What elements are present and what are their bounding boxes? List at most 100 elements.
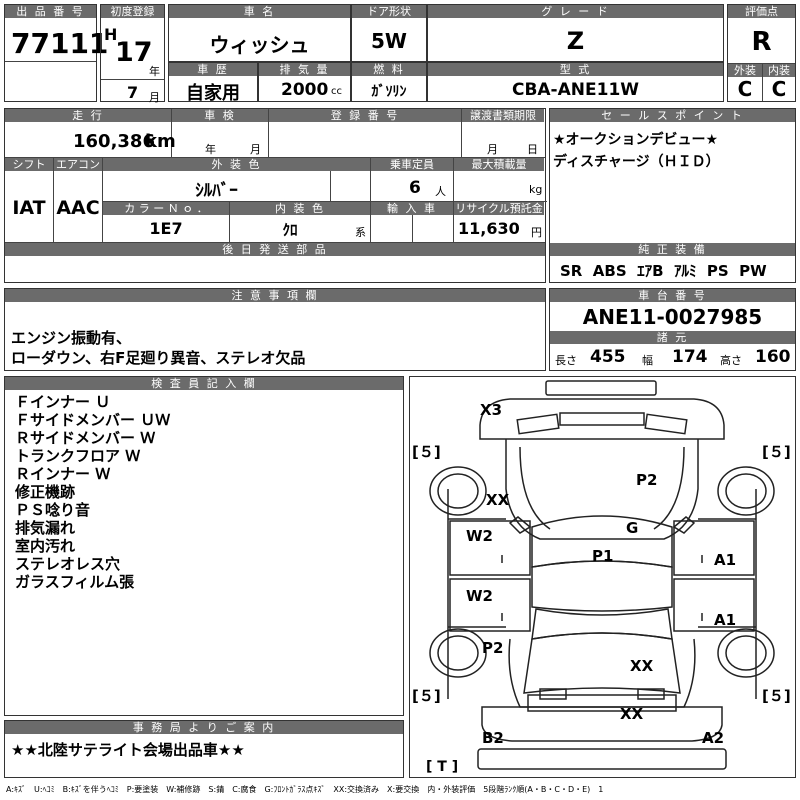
color-number: 1E7 [149, 219, 183, 238]
aircon-label: エアコン [54, 158, 102, 171]
import-label: 輸 入 車 [371, 202, 453, 215]
width-label: 幅 [642, 354, 653, 367]
mark-x3: X3 [480, 401, 503, 419]
year-unit: 年 [149, 65, 160, 78]
colorno-label: カ ラ ー Ｎ ｏ ． [103, 202, 229, 215]
history-box: 車 歴 自家用 [168, 62, 258, 104]
mark-g: G [626, 519, 639, 537]
interior-color-label: 内 装 色 [230, 202, 370, 215]
inspector-note: ステレオレス穴 [15, 555, 121, 573]
lot-number: 77111 [11, 27, 109, 60]
inspector-note: Ｆインナー Ｕ [15, 393, 111, 411]
mark-p2-bottom: P2 [482, 639, 504, 657]
note-line-2: ローダウン、右F足廻り異音、ステレオ欠品 [11, 349, 306, 367]
tire-rating-front-left: [５] [412, 443, 441, 461]
mark-w2-rear: W2 [466, 587, 493, 605]
displacement-value: 2000 [281, 80, 329, 100]
spare-tire: [ T ] [426, 759, 459, 775]
displacement-unit: cc [331, 86, 342, 97]
exterior-grade: C [737, 77, 753, 101]
dims-label: 諸 元 [550, 331, 795, 344]
mark-b2: B2 [482, 729, 504, 747]
width-value: 174 [672, 347, 708, 367]
inspector-note: ガラスフィルム張 [15, 573, 135, 591]
registration-era: H [104, 25, 118, 44]
registration-year: 17 [115, 37, 153, 68]
legend-text: A:ｷｽﾞ U:ﾍｺﾐ B:ｷｽﾞを伴うﾍｺﾐ P:要塗装 W:補修跡 S:錆 … [6, 785, 604, 794]
capacity-unit: 人 [435, 185, 446, 198]
score-label: 評価点 [728, 5, 795, 18]
door-type: 5W [371, 29, 407, 53]
inspector-note: Ｆサイドメンバー ＵＷ [15, 411, 171, 429]
capacity-value: 6 [409, 178, 421, 198]
interior-grade-label: 内装 [763, 64, 795, 77]
length-label: 長さ [555, 354, 577, 367]
tire-rating-rear-right: [５] [762, 687, 791, 705]
office-message: ★★北陸サテライト会場出品車★★ [11, 741, 245, 759]
registration-box: 初度登録 H 17 年 7 月 [100, 4, 165, 104]
sales-point-2: ディスチャージ（ＨＩＤ） [553, 154, 720, 170]
notes-box: 注 意 事 項 欄 エンジン振動有、 ローダウン、右F足廻り異音、ステレオ欠品 [4, 288, 546, 371]
equipment-label: 純 正 装 備 [550, 243, 795, 256]
mark-xx-hood: XX [486, 491, 510, 509]
lot-label: 出 品 番 号 [5, 5, 96, 18]
recycle-label: リサイクル預託金 [454, 202, 544, 215]
transfer-label: 譲渡書類期限 [462, 109, 544, 122]
mark-a2: A2 [702, 729, 725, 747]
tire-rating-front-right: [５] [762, 443, 791, 461]
length-value: 455 [590, 347, 626, 367]
mileage-label: 走 行 [5, 109, 171, 122]
mark-p2-top: P2 [636, 471, 658, 489]
displacement-label: 排 気 量 [259, 63, 350, 76]
notes-label: 注 意 事 項 欄 [5, 289, 545, 302]
equipment-items: SR ABS ｴｱB ｱﾙﾐ PS PW [560, 262, 767, 280]
inspector-note: Ｒサイドメンバー Ｗ [15, 429, 156, 447]
inspector-label: 検 査 員 記 入 欄 [5, 377, 403, 390]
regno-label: 登 録 番 号 [269, 109, 461, 122]
fuel-value: ｶﾞｿﾘﾝ [371, 84, 407, 100]
grade-value: Z [566, 27, 585, 55]
capacity-label: 乗車定員 [371, 158, 453, 171]
transfer-day-unit: 日 [527, 143, 538, 156]
month-unit: 月 [149, 91, 160, 104]
grade-box: グ レ ー ド Z [427, 4, 724, 62]
model-value: CBA-ANE11W [511, 80, 640, 100]
exterior-grade-label: 外装 [728, 64, 762, 77]
inspection-label: 車 検 [172, 109, 268, 122]
mark-xx-bumper: XX [620, 705, 644, 723]
car-name-label: 車 名 [169, 5, 350, 18]
mark-a1-rear: A1 [714, 611, 737, 629]
load-unit: kg [529, 183, 543, 196]
office-label: 事 務 局 よ り ご 案 内 [5, 721, 403, 734]
history-label: 車 歴 [169, 63, 257, 76]
aircon-value: AAC [56, 197, 100, 219]
chassis-number: ANE11-0027985 [582, 305, 763, 329]
office-box: 事 務 局 よ り ご 案 内 ★★北陸サテライト会場出品車★★ [4, 720, 404, 778]
interior-grade: C [771, 77, 787, 101]
car-name: ウィッシュ [209, 33, 310, 57]
shift-value: IAT [12, 197, 46, 219]
door-label: ドア形状 [352, 5, 426, 18]
registration-month: 7 [127, 83, 139, 102]
height-value: 160 [755, 347, 791, 367]
score-box: 評価点 R 外装 内装 C C [727, 4, 796, 102]
tire-rating-rear-left: [５] [412, 687, 441, 705]
shift-label: シフト [5, 158, 53, 171]
inspection-year-unit: 年 [205, 143, 216, 156]
inspection-month-unit: 月 [250, 143, 261, 156]
car-name-box: 車 名 ウィッシュ [168, 4, 351, 62]
registration-label: 初度登録 [101, 5, 164, 18]
grade-label: グ レ ー ド [428, 5, 723, 18]
mark-xx-rear: XX [630, 657, 654, 675]
interior-color-unit: 系 [355, 226, 366, 239]
door-box: ドア形状 5W [351, 4, 427, 62]
mark-p1: P1 [592, 547, 614, 565]
fuel-label: 燃 料 [352, 63, 426, 76]
chassis-label: 車 台 番 号 [550, 289, 795, 302]
inspector-note: トランクフロア Ｗ [15, 447, 141, 465]
recycle-value: 11,630 [458, 219, 520, 238]
car-diagram-box: [５] [５] [５] [５] [ T ] X3 XX P2 G W2 W2 P… [409, 376, 796, 778]
mark-w2-front: W2 [466, 527, 493, 545]
mark-a1-front: A1 [714, 551, 737, 569]
chassis-box: 車 台 番 号 ANE11-0027985 諸 元 長さ 455 幅 174 高… [549, 288, 796, 371]
